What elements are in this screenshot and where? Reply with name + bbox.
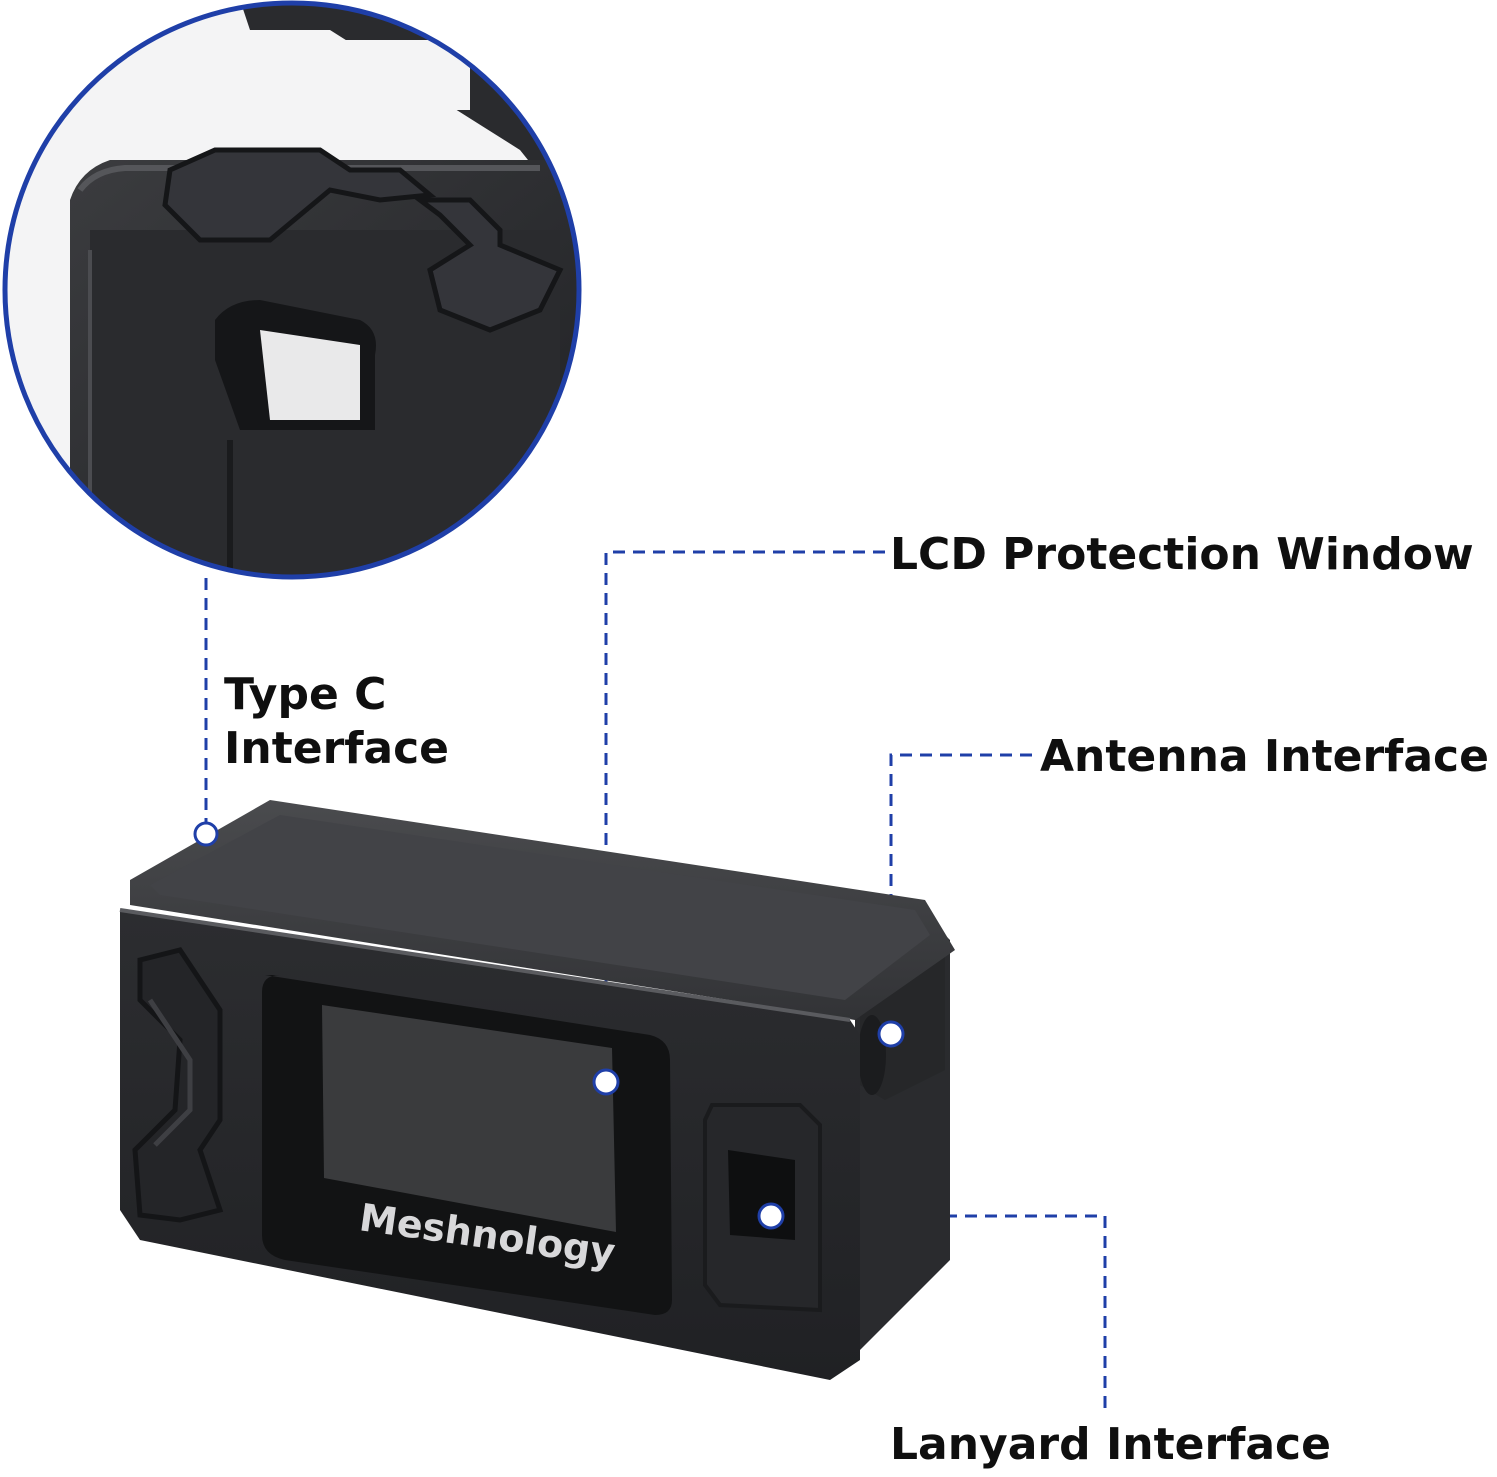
zoom-detail-circle bbox=[2, 0, 582, 580]
anchor-type-c bbox=[193, 821, 219, 847]
anchor-antenna bbox=[877, 1020, 905, 1048]
label-antenna-interface: Antenna Interface bbox=[1040, 731, 1489, 782]
label-type-c-interface: Type C Interface bbox=[224, 668, 449, 776]
label-type-c-line2: Interface bbox=[224, 723, 450, 774]
anchor-lcd bbox=[592, 1068, 620, 1096]
lcd-screen bbox=[262, 975, 672, 1315]
label-type-c-line1: Type C bbox=[224, 669, 387, 720]
anchor-lanyard bbox=[757, 1202, 785, 1230]
label-lanyard-interface: Lanyard Interface bbox=[890, 1419, 1331, 1470]
callout-anchors bbox=[193, 821, 905, 1230]
leader-antenna bbox=[889, 753, 1032, 1020]
label-lcd-protection-window: LCD Protection Window bbox=[890, 529, 1474, 580]
